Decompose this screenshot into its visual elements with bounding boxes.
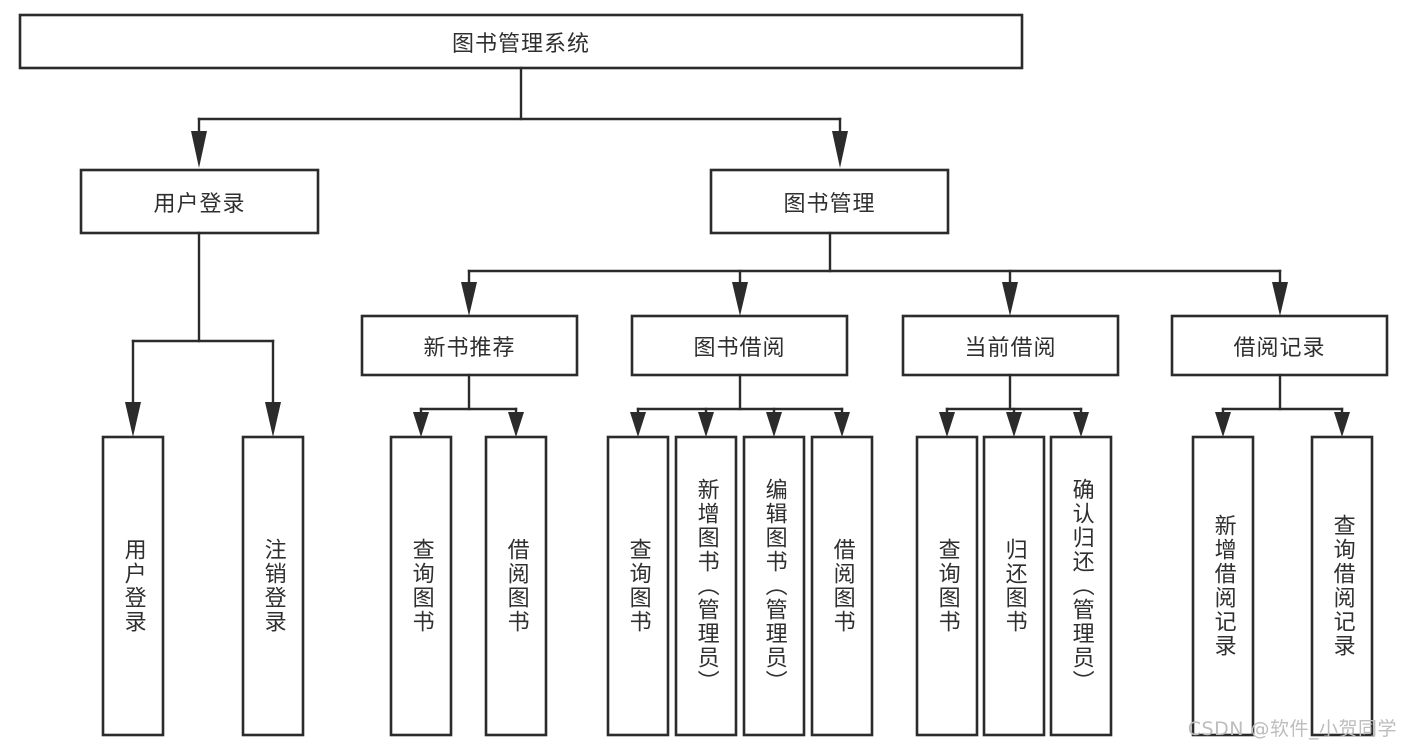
node-leaf-box[interactable] [1049, 435, 1113, 737]
arrow-head-query-book-2 [630, 412, 646, 437]
node-leaf-box[interactable] [810, 435, 874, 737]
node-leaf-box[interactable] [1310, 435, 1374, 737]
node-leaf-box[interactable] [241, 435, 305, 737]
arrow-head-borrow-book-1 [508, 412, 524, 437]
arrow-head-leaf-logout [265, 402, 281, 437]
arrow-head-record [1272, 282, 1288, 316]
arrow-head-return-book [1006, 412, 1022, 437]
node-book-mgmt-box[interactable] [709, 168, 950, 235]
arrow-head-add-record [1215, 412, 1231, 437]
arrow-head-add-book [698, 412, 714, 437]
arrow-head-user-login [191, 131, 207, 168]
arrow-head-new-book [461, 282, 477, 316]
arrow-head-query-book-3 [939, 412, 955, 437]
arrow-head-current [1002, 282, 1018, 316]
watermark: CSDN @软件_小贺同学 [1187, 718, 1397, 740]
arrow-head-query-book-1 [413, 412, 429, 437]
arrow-head-leaf-user-login [125, 402, 141, 437]
node-leaf-box[interactable] [915, 435, 979, 737]
node-leaf-box[interactable] [982, 435, 1046, 737]
node-record-box[interactable] [1170, 314, 1389, 377]
arrow-head-borrow-book-2 [834, 412, 850, 437]
node-current-box[interactable] [901, 314, 1120, 377]
node-root-box[interactable] [18, 13, 1024, 70]
node-leaf-box[interactable] [101, 435, 165, 737]
node-user-login-box[interactable] [79, 168, 320, 235]
node-leaf-box[interactable] [742, 435, 806, 737]
arrow-head-confirm-return [1073, 412, 1089, 437]
arrow-head-query-record [1334, 412, 1350, 437]
arrow-head-book-mgmt [832, 131, 848, 168]
node-leaf-box[interactable] [484, 435, 548, 737]
arrow-head-borrow [732, 282, 748, 316]
node-borrow-box[interactable] [630, 314, 849, 377]
node-new-book-box[interactable] [360, 314, 579, 377]
arrow-head-edit-book [766, 412, 782, 437]
node-leaf-box[interactable] [674, 435, 738, 737]
node-leaf-box[interactable] [606, 435, 670, 737]
node-leaf-box[interactable] [389, 435, 453, 737]
node-leaf-box[interactable] [1191, 435, 1255, 737]
